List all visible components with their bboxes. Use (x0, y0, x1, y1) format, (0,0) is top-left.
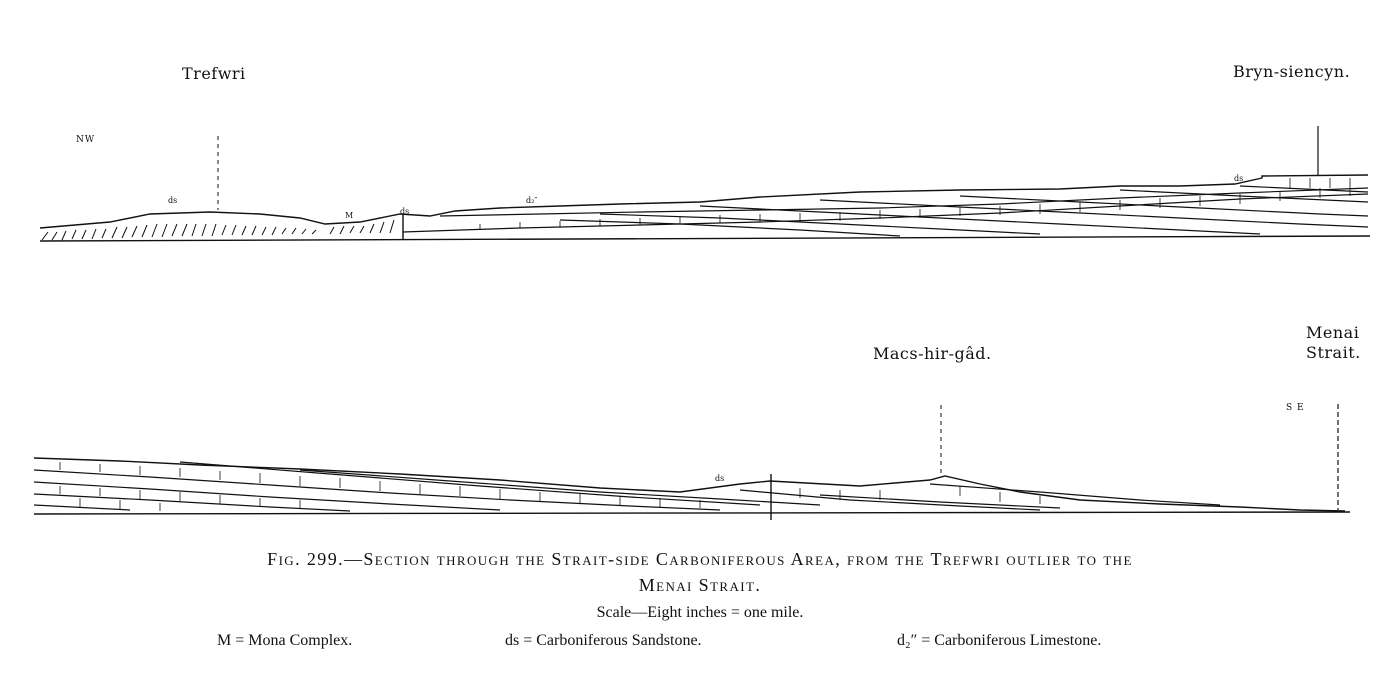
label-ds-bryn: ds (1234, 174, 1244, 183)
label-trefwri: Trefwri (182, 64, 246, 83)
label-macs-hir-gad: Macs-hir-gâd. (873, 344, 992, 363)
legend-mona: M = Mona Complex. (217, 632, 353, 649)
lower-section-profile (33, 404, 1351, 520)
caption-line-2: Menai Strait. (638, 575, 762, 595)
label-menai: Menai (1306, 323, 1360, 342)
upper-section-profile (39, 126, 1371, 242)
scale-note: Scale—Eight inches = one mile. (596, 604, 804, 621)
label-se: S E (1286, 403, 1305, 413)
label-ds-upper: ds (400, 207, 410, 216)
label-d2: d₂″ (526, 196, 538, 205)
figure-caption: Fig. 299.—Section through the Strait-sid… (0, 546, 1400, 598)
label-ds-lower: ds (715, 474, 725, 483)
legend-sandstone: ds = Carboniferous Sandstone. (505, 632, 702, 649)
legend-limestone: d₂″ = Carboniferous Limestone. (897, 632, 1102, 649)
caption-line-1: Fig. 299.—Section through the Strait-sid… (267, 549, 1133, 569)
label-nw: NW (76, 135, 96, 145)
label-bryn-siencyn: Bryn-siencyn. (1233, 62, 1351, 81)
label-strait: Strait. (1306, 343, 1361, 362)
label-ds-trefwri: ds (168, 196, 178, 205)
label-m: M (345, 211, 354, 220)
